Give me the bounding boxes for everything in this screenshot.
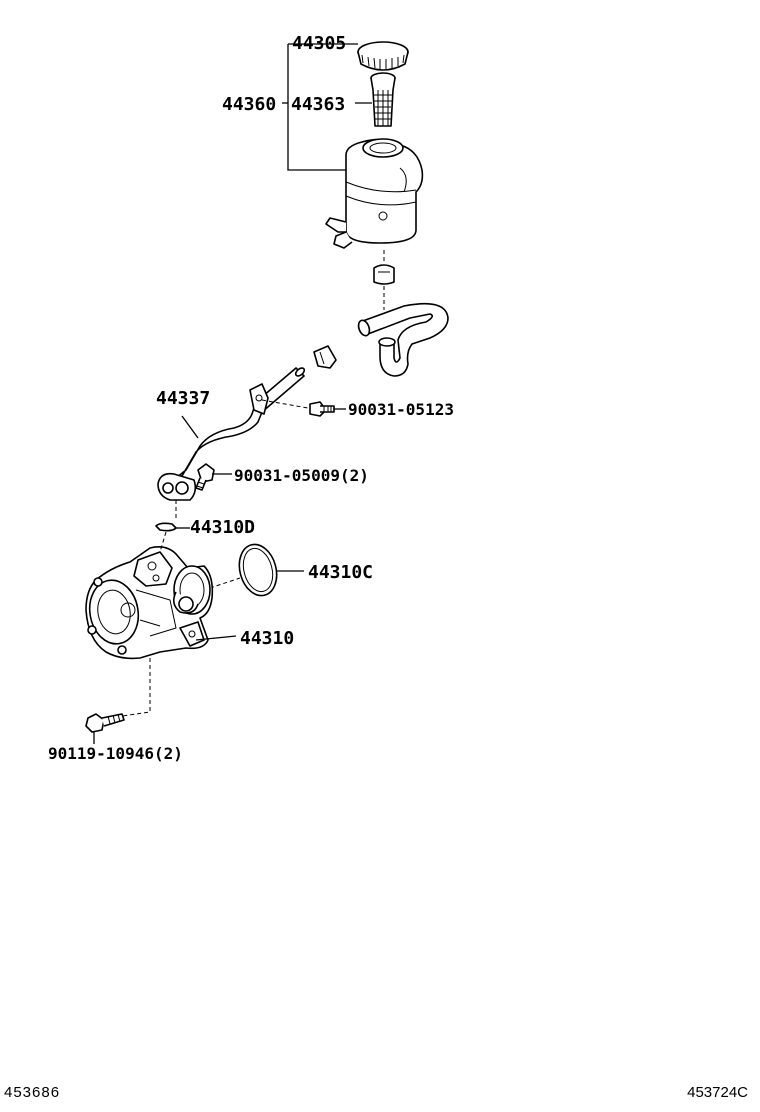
reservoir-body-part[interactable] bbox=[325, 138, 424, 249]
label-44310: 44310 bbox=[240, 628, 294, 649]
label-90031-05009: 90031-05009(2) bbox=[234, 466, 369, 485]
label-44310C: 44310C bbox=[308, 562, 373, 583]
tube-clip-part[interactable] bbox=[313, 345, 337, 369]
mount-bolt-dashed bbox=[121, 658, 151, 717]
o-ring-part[interactable] bbox=[234, 540, 282, 600]
footer-right-code: 453724C bbox=[687, 1084, 748, 1101]
hose-clamp-part[interactable] bbox=[373, 264, 395, 285]
reservoir-bracket-lines bbox=[282, 43, 372, 171]
union-bolt-part[interactable] bbox=[195, 463, 215, 491]
strainer-part[interactable] bbox=[370, 72, 396, 127]
vane-pump-leader bbox=[195, 635, 237, 641]
tube-bolt-leader-dashed bbox=[261, 399, 309, 409]
gasket-part[interactable] bbox=[155, 522, 177, 532]
label-44310D: 44310D bbox=[190, 517, 255, 538]
reservoir-cap-part[interactable] bbox=[357, 41, 409, 71]
label-44360: 44360 bbox=[222, 94, 276, 115]
pressure-tube-leader bbox=[181, 415, 199, 439]
footer-left-code: 453686 bbox=[4, 1084, 61, 1101]
mount-bolt-part[interactable] bbox=[85, 713, 125, 733]
label-44363: 44363 bbox=[291, 94, 345, 115]
label-44305: 44305 bbox=[292, 33, 346, 54]
pressure-tube-part[interactable] bbox=[157, 366, 306, 501]
vane-pump-part[interactable] bbox=[85, 546, 214, 660]
label-90031-05123: 90031-05123 bbox=[348, 400, 454, 419]
union-to-pump-dashed bbox=[159, 500, 177, 553]
o-ring-dashed bbox=[209, 577, 241, 589]
label-90119-10946: 90119-10946(2) bbox=[48, 744, 183, 763]
label-44337: 44337 bbox=[156, 388, 210, 409]
return-hose-part[interactable] bbox=[357, 302, 449, 377]
tube-bolt-part[interactable] bbox=[309, 401, 335, 417]
